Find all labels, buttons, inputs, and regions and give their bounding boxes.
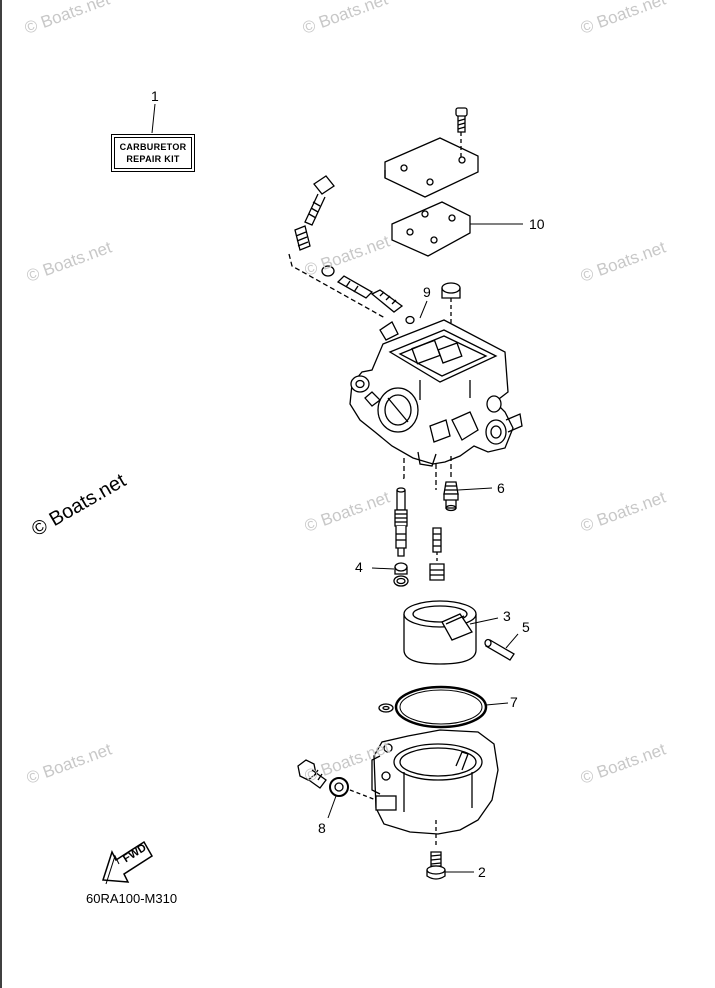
callout-7[interactable]: 7 [510,694,518,710]
callout-5[interactable]: 5 [522,619,530,635]
main-jet [429,527,445,581]
callout-8[interactable]: 8 [318,820,326,836]
drain-screw [297,759,327,789]
carburetor-repair-kit-label: CARBURETOR REPAIR KIT [111,134,195,172]
carburetor-body [349,319,523,467]
washer-8 [327,777,349,819]
float-bowl-gasket-7 [378,685,509,729]
o-ring-4 [371,562,409,587]
gasket-10 [391,201,523,257]
kit-label-line2: REPAIR KIT [126,154,180,164]
callout-4[interactable]: 4 [355,559,363,575]
float-bowl [349,729,499,848]
callout-3[interactable]: 3 [503,608,511,624]
callout-1[interactable]: 1 [151,88,159,104]
fwd-arrow [101,840,154,885]
callout-2[interactable]: 2 [478,864,486,880]
figure-code: 60RA100-M310 [86,891,178,906]
top-cover-plate [384,137,479,198]
throttle-shaft-parts [321,265,415,325]
cover-screw [455,107,468,158]
needle-valve-6 [443,481,493,512]
main-nozzle [394,487,408,557]
callout-10[interactable]: 10 [529,216,545,232]
callout-6[interactable]: 6 [497,480,505,496]
screw-2 [426,851,474,880]
kit-label-line1: CARBURETOR [119,142,187,152]
pilot-screw [288,175,386,319]
float-pin-5 [484,633,519,661]
body-plug [441,282,461,345]
float-3 [403,600,499,665]
callout-9[interactable]: 9 [423,284,431,300]
